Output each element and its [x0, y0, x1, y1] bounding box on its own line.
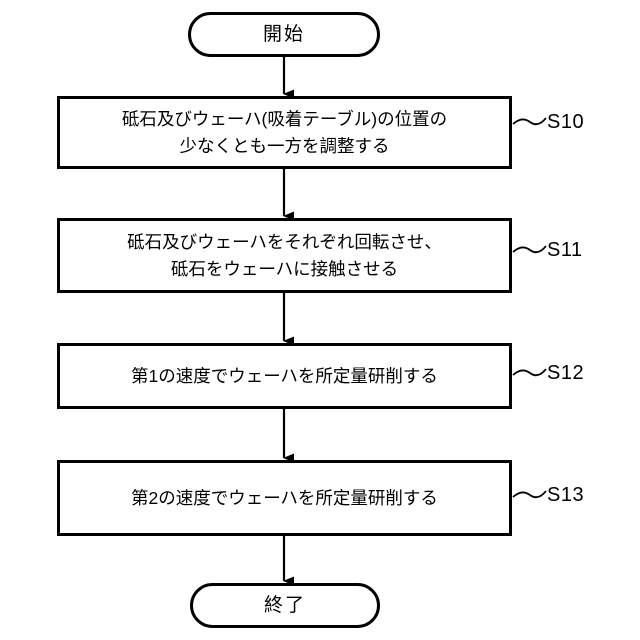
node-s10-text: 砥石及びウェーハ(吸着テーブル)の位置の 少なくとも一方を調整する	[122, 106, 447, 159]
flowchart-node-start: 開始	[188, 12, 380, 57]
leader-line-s10	[512, 117, 547, 126]
node-s10-line1: 砥石及びウェーハ(吸着テーブル)の位置の	[121, 109, 448, 130]
leader-line-s13	[512, 490, 547, 499]
flowchart-node-s12: 第1の速度でウェーハを所定量研削する	[57, 343, 512, 409]
flowchart-node-s10: 砥石及びウェーハ(吸着テーブル)の位置の 少なくとも一方を調整する	[57, 96, 512, 169]
step-label-s11: S11	[547, 239, 583, 261]
node-s13-line1: 第2の速度でウェーハを所定量研削する	[131, 487, 438, 508]
node-s11-text: 砥石及びウェーハをそれぞれ回転させ、 砥石をウェーハに接触させる	[127, 229, 442, 282]
flowchart-node-s13: 第2の速度でウェーハを所定量研削する	[57, 460, 512, 536]
leader-line-s11	[512, 245, 547, 254]
step-label-s12: S12	[547, 362, 585, 384]
flowchart-node-s11: 砥石及びウェーハをそれぞれ回転させ、 砥石をウェーハに接触させる	[57, 218, 512, 293]
step-label-s10: S10	[547, 111, 585, 133]
node-s11-line2: 砥石をウェーハに接触させる	[170, 258, 399, 279]
node-s10-line2: 少なくとも一方を調整する	[179, 135, 390, 156]
node-s12-line1: 第1の速度でウェーハを所定量研削する	[131, 365, 438, 386]
node-s13-text: 第2の速度でウェーハを所定量研削する	[131, 485, 438, 511]
leader-line-s12	[512, 368, 547, 377]
node-s11-line1: 砥石及びウェーハをそれぞれ回転させ、	[127, 232, 442, 253]
node-start-label: 開始	[262, 24, 305, 45]
step-label-s13: S13	[547, 484, 585, 506]
node-end-label: 終了	[263, 595, 306, 616]
flowchart-node-end: 終了	[190, 583, 380, 628]
node-s12-text: 第1の速度でウェーハを所定量研削する	[131, 363, 438, 389]
